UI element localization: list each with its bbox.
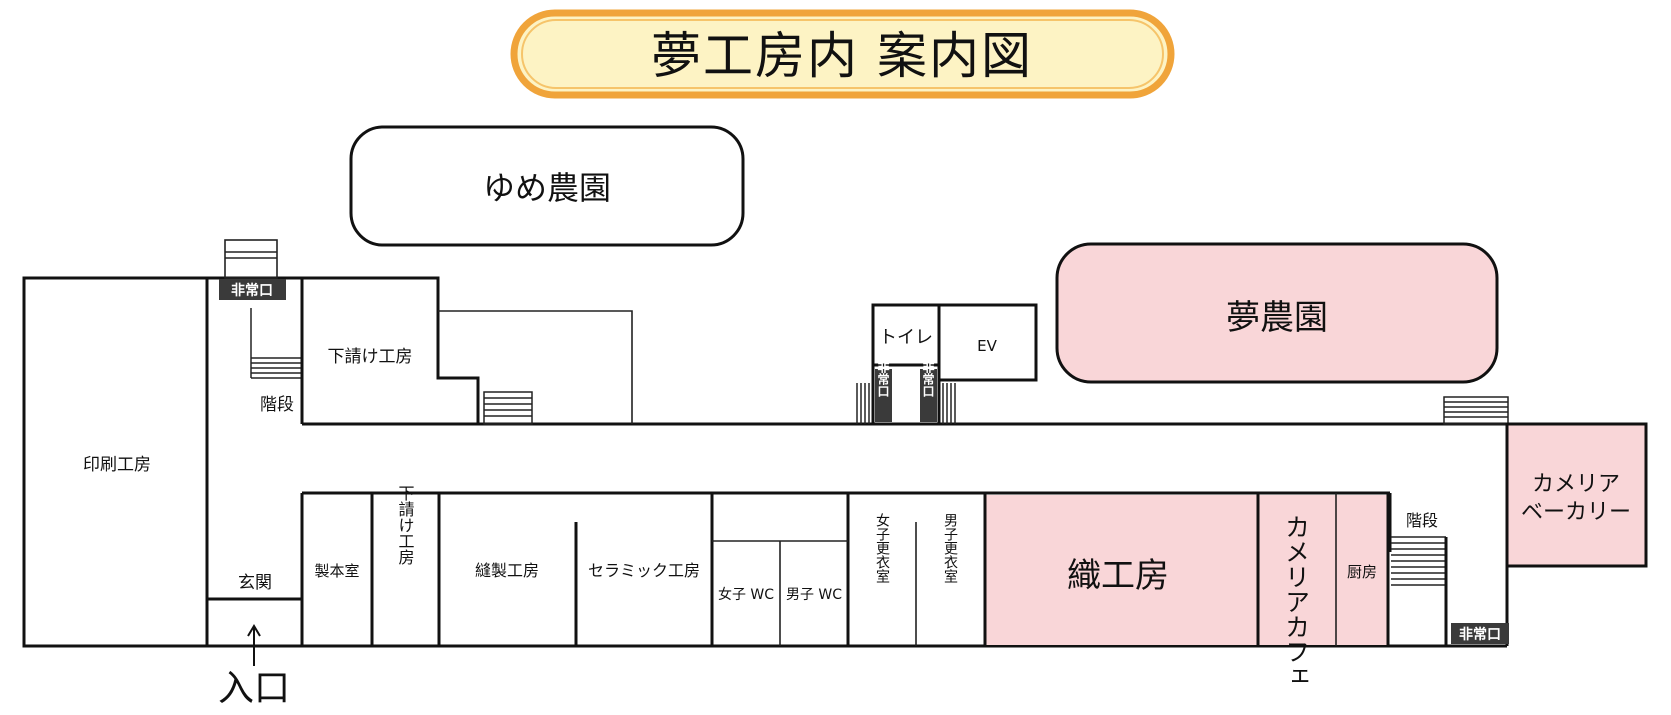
subcontract-workshop-top: 下請け工房	[300, 276, 480, 424]
subcontract-vertical-label: 下請け工房	[396, 485, 415, 566]
stairs-corridor-right	[1443, 396, 1509, 425]
yume-farm-kanji: 夢農園	[1055, 242, 1499, 384]
entrance-label: 入口	[218, 668, 290, 709]
stairs-right-label: 階段	[1406, 511, 1438, 530]
map-title: 夢工房内 案内図	[651, 27, 1033, 85]
mens-locker-label: 男子更衣室	[942, 513, 958, 583]
emergency-exit-label-2: 非常口	[876, 360, 890, 398]
emergency-exit-label-1: 非常口	[231, 282, 273, 299]
yume-farm-kanji-label: 夢農園	[1226, 298, 1328, 338]
entrance-hall-label: 玄関	[238, 573, 272, 593]
room-camellia-bakery: カメリア ベーカリー	[1505, 422, 1648, 568]
stairs-left-label: 階段	[260, 395, 294, 415]
stairs-toilet-side	[856, 383, 956, 424]
entrance-arrow-icon	[247, 624, 261, 666]
emergency-exit-badge-1	[219, 279, 286, 300]
emergency-exit-badge-4	[1451, 623, 1509, 644]
sewing-label: 縫製工房	[475, 561, 539, 580]
mens-wc-label: 男子 WC	[786, 587, 842, 603]
yume-farm-label: ゆめ農園	[483, 169, 611, 207]
womens-wc-label: 女子 WC	[718, 586, 774, 603]
toilet-ev-block: トイレ EV 非常口 非常口	[856, 303, 1038, 424]
room-weaving	[985, 495, 1258, 645]
room-elevator	[937, 303, 1038, 382]
entrance-area: 非常口 階段 玄関 入口	[207, 239, 302, 709]
emergency-exit-badge-3	[920, 369, 937, 422]
womens-locker-label: 女子更衣室	[874, 512, 890, 583]
ceramic-label: セラミック工房	[588, 561, 700, 580]
emergency-exit-label-4: 非常口	[1459, 626, 1501, 643]
bakery-label-line1: カメリア	[1532, 472, 1620, 497]
print-workshop-label: 印刷工房	[83, 455, 151, 475]
bakery-label-line2: ベーカリー	[1521, 500, 1631, 525]
elevator-label: EV	[977, 337, 997, 355]
emergency-exit-badge-2	[875, 369, 892, 422]
cafe-label: カメリアカフェ	[1282, 514, 1311, 689]
stairs-left-graphic	[250, 308, 302, 379]
stairs-upper-annex	[483, 391, 533, 425]
yume-farm-hiragana: ゆめ農園	[349, 125, 745, 247]
stairwell-right: 階段 非常口	[1391, 511, 1509, 646]
emergency-exit-label-3: 非常口	[921, 360, 935, 398]
room-cafe-kitchen	[1258, 495, 1388, 645]
building-outline	[22, 276, 1509, 648]
bottom-rooms: 製本室 下請け工房 縫製工房 セラミック工房 女子 WC 男子 WC 女子更衣室…	[300, 485, 1390, 689]
title-banner: 夢工房内 案内図	[510, 9, 1175, 99]
upper-annex	[438, 310, 633, 425]
toilet-label: トイレ	[879, 327, 933, 348]
kitchen-label: 厨房	[1347, 563, 1377, 581]
bookbinding-label: 製本室	[314, 562, 359, 580]
weaving-label: 織工房	[1067, 556, 1169, 596]
subcontract-top-label: 下請け工房	[328, 347, 413, 367]
room-print-workshop	[22, 276, 209, 648]
